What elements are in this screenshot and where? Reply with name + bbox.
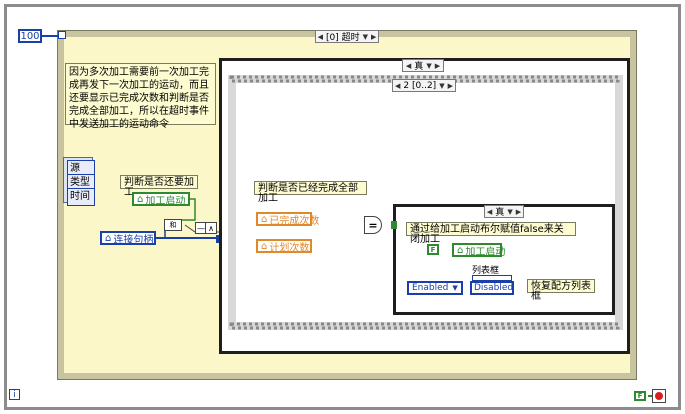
and-function-icon[interactable]: 和 (164, 219, 182, 231)
not-function-icon[interactable]: ∧ (205, 222, 217, 234)
property-plan-count[interactable]: ⌂ 计划次数 (256, 239, 312, 254)
increment-arrow-icon[interactable]: ▶ (371, 32, 377, 41)
event-data-time[interactable]: 时间 (67, 188, 95, 206)
decrement-arrow-icon[interactable]: ◀ (405, 61, 412, 70)
case-selector-terminal-icon (391, 221, 397, 229)
case-selector-outer[interactable]: ◀ 真 ▼ ▶ (402, 59, 444, 72)
property-icon: ⌂ (105, 232, 112, 244)
sequence-selector[interactable]: ◀ 2 [0..2] ▼ ▶ (392, 79, 456, 92)
comment-restore-listbox: 恢复配方列表框 (527, 279, 595, 302)
listbox-disabled-property[interactable]: Disabled (470, 281, 514, 295)
case-selector-inner[interactable]: ◀ 真 ▼ ▶ (484, 205, 524, 218)
wire-stop (648, 395, 652, 397)
equal-function-icon[interactable]: = (364, 216, 382, 234)
stop-bool-constant[interactable]: F (634, 391, 646, 401)
wire-timeout (42, 35, 59, 37)
comment-check-more: 判断是否还要加工 (120, 175, 198, 198)
comment-close-process: 通过给加工启动布尔赋值false来关闭加工 (406, 222, 576, 245)
property-icon: ⌂ (457, 244, 464, 256)
ref-connection-handle[interactable]: ⌂ 连接句柄 (100, 231, 156, 246)
event-selector[interactable]: ◀ [0] 超时 ▼ ▶ (315, 30, 379, 43)
property-icon: ⌂ (137, 193, 144, 205)
dropdown-arrow-icon[interactable]: ▼ (426, 61, 432, 70)
stop-terminal-icon[interactable] (652, 389, 666, 403)
property-icon: ⌂ (261, 213, 268, 225)
increment-arrow-icon[interactable]: ▶ (434, 61, 441, 70)
dropdown-arrow-icon[interactable]: ▼ (439, 81, 445, 90)
case-structure-inner (393, 204, 615, 315)
timeout-constant[interactable]: 100 (18, 29, 42, 43)
increment-arrow-icon[interactable]: ▶ (447, 81, 453, 90)
property-done-count[interactable]: ⌂ 已完成次数 (256, 212, 319, 227)
dropdown-arrow-icon[interactable]: ▼ (362, 32, 368, 41)
dropdown-arrow-icon[interactable]: ▼ (452, 284, 458, 292)
timeout-terminal-icon (58, 31, 66, 39)
comment-main: 因为多次加工需要前一次加工完成再发下一次加工的运动，而且还要显示已完成次数和判断… (65, 63, 216, 130)
dropdown-arrow-icon[interactable]: ▼ (507, 207, 513, 216)
decrement-arrow-icon[interactable]: ◀ (395, 81, 401, 90)
property-icon: ⌂ (261, 240, 268, 252)
event-data-node: 源 类型 时间 (63, 157, 95, 206)
property-process-start-inner[interactable]: ⌂ 加工启动 (452, 243, 505, 258)
decrement-arrow-icon[interactable]: ◀ (317, 32, 323, 41)
listbox-node-header-icon (472, 275, 512, 281)
enum-enabled-constant[interactable]: Enabled ▼ (407, 281, 463, 295)
bool-false-constant[interactable]: F (427, 244, 439, 255)
stop-sign-icon (655, 392, 663, 400)
listbox-label: 列表框 (472, 266, 500, 276)
decrement-arrow-icon[interactable]: ◀ (486, 207, 493, 216)
increment-arrow-icon[interactable]: ▶ (515, 207, 522, 216)
property-process-start[interactable]: ⌂ 加工启动 (132, 192, 190, 207)
comment-check-all: 判断是否已经完成全部加工 (254, 181, 367, 204)
iteration-terminal-icon: i (9, 389, 20, 400)
